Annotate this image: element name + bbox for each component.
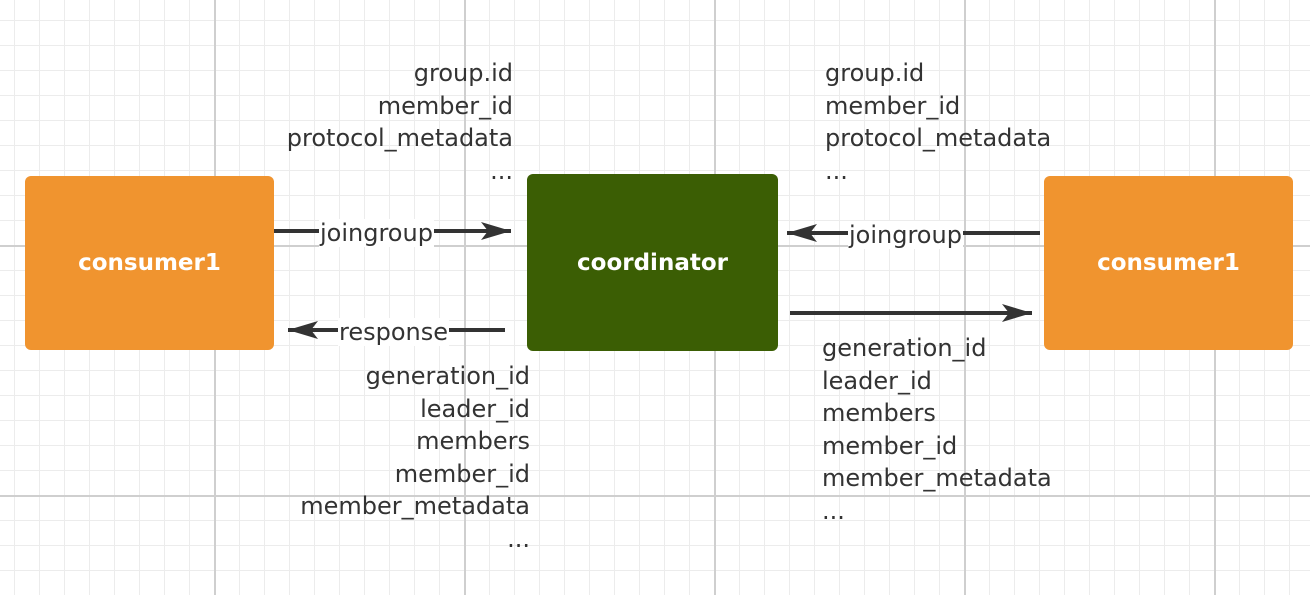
left-response-field: leader_id — [420, 394, 530, 423]
consumer1-right-label: consumer1 — [1097, 250, 1240, 276]
right-request-field: ... — [825, 156, 848, 185]
right-request-fields: group.id member_id protocol_metadata ... — [825, 57, 1051, 187]
consumer1-left-node[interactable]: consumer1 — [25, 176, 274, 350]
left-request-field: protocol_metadata — [286, 124, 513, 152]
left-response-fields: generation_id leader_id members member_i… — [300, 360, 530, 555]
right-request-field: member_id — [825, 91, 961, 120]
left-response-field: member_id — [394, 459, 530, 488]
left-request-field: ... — [490, 156, 513, 185]
right-request-field: protocol_metadata — [825, 124, 1052, 152]
left-response-field: ... — [507, 524, 530, 553]
left-joingroup-label: joingroup — [319, 219, 434, 247]
right-joingroup-label: joingroup — [848, 221, 963, 249]
left-response-label: response — [338, 318, 450, 346]
right-response-field: leader_id — [822, 366, 932, 395]
right-response-field: member_id — [822, 431, 958, 460]
left-response-field: member_metadata — [300, 492, 530, 520]
right-request-field: group.id — [825, 59, 925, 87]
right-response-field: ... — [822, 496, 845, 525]
left-request-field: group.id — [413, 59, 513, 87]
right-response-field: generation_id — [822, 334, 987, 362]
right-response-field: members — [822, 399, 936, 427]
coordinator-label: coordinator — [577, 249, 728, 276]
consumer1-right-node[interactable]: consumer1 — [1044, 176, 1293, 350]
right-response-field: member_metadata — [822, 464, 1052, 492]
right-response-fields: generation_id leader_id members member_i… — [822, 332, 1052, 527]
coordinator-node[interactable]: coordinator — [527, 174, 778, 351]
consumer1-left-label: consumer1 — [78, 250, 221, 276]
left-response-field: generation_id — [365, 362, 530, 390]
left-response-field: members — [416, 427, 530, 455]
left-request-fields: group.id member_id protocol_metadata ... — [287, 57, 513, 187]
left-request-field: member_id — [377, 91, 513, 120]
